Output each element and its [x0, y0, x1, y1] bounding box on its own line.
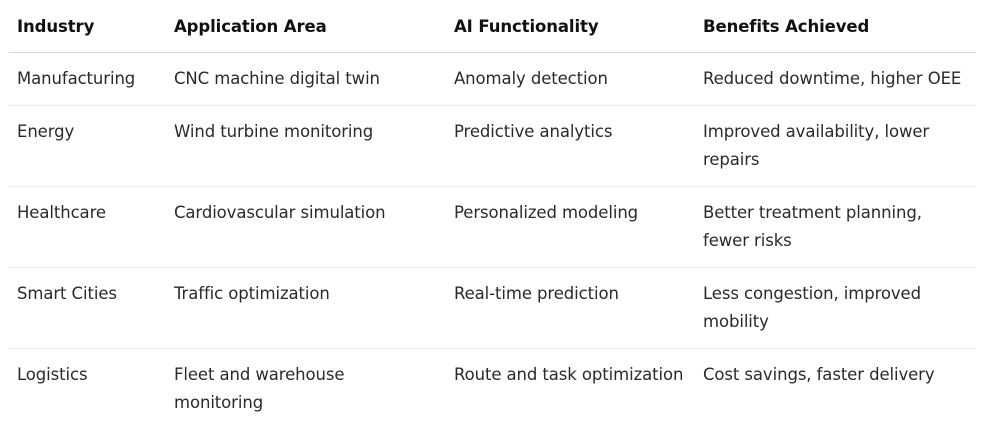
cell-benefits-achieved: Improved availability, lower repairs [695, 105, 976, 187]
cell-application-area: Cardiovascular simulation [166, 186, 446, 268]
cell-benefits-achieved: Cost savings, faster delivery [703, 365, 935, 384]
table-row: Logistics Fleet and warehouse monitoring… [9, 349, 976, 430]
cell-industry: Manufacturing [9, 52, 166, 106]
header-application-area: Application Area [166, 0, 446, 53]
table-row: Healthcare Cardiovascular simulation Per… [9, 186, 976, 268]
header-row: Industry Application Area AI Functionali… [9, 0, 976, 53]
cell-industry: Energy [9, 105, 166, 187]
cell-industry: Healthcare [9, 186, 166, 268]
cell-benefits-achieved: Reduced downtime, higher OEE [695, 52, 976, 106]
cell-ai-functionality: Personalized modeling [446, 186, 695, 268]
cell-ai-functionality: Anomaly detection [446, 52, 695, 106]
table-row: Energy Wind turbine monitoring Predictiv… [9, 105, 976, 187]
cell-ai-functionality: Predictive analytics [446, 105, 695, 187]
header-industry: Industry [9, 0, 166, 53]
table-body: Manufacturing CNC machine digital twin A… [9, 52, 976, 430]
cell-application-area: Wind turbine monitoring [166, 105, 446, 187]
cell-benefits-achieved: Better treatment planning, fewer risks [695, 186, 976, 268]
table-row: Smart Cities Traffic optimization Real-t… [9, 267, 976, 349]
cell-industry: Smart Cities [9, 267, 166, 349]
cell-application-area: Fleet and warehouse monitoring [174, 365, 345, 412]
cell-application-area: CNC machine digital twin [166, 52, 446, 106]
cell-ai-functionality: Route and task optimization [454, 365, 684, 384]
cell-industry: Logistics [17, 365, 88, 384]
table-header: Industry Application Area AI Functionali… [9, 0, 976, 53]
digital-twin-table: Industry Application Area AI Functionali… [9, 0, 976, 429]
cell-benefits-achieved: Less congestion, improved mobility [695, 267, 976, 349]
cell-application-area: Traffic optimization [166, 267, 446, 349]
cell-ai-functionality: Real-time prediction [446, 267, 695, 349]
header-ai-functionality: AI Functionality [446, 0, 695, 53]
table-row: Manufacturing CNC machine digital twin A… [9, 52, 976, 106]
header-benefits-achieved: Benefits Achieved [695, 0, 976, 53]
